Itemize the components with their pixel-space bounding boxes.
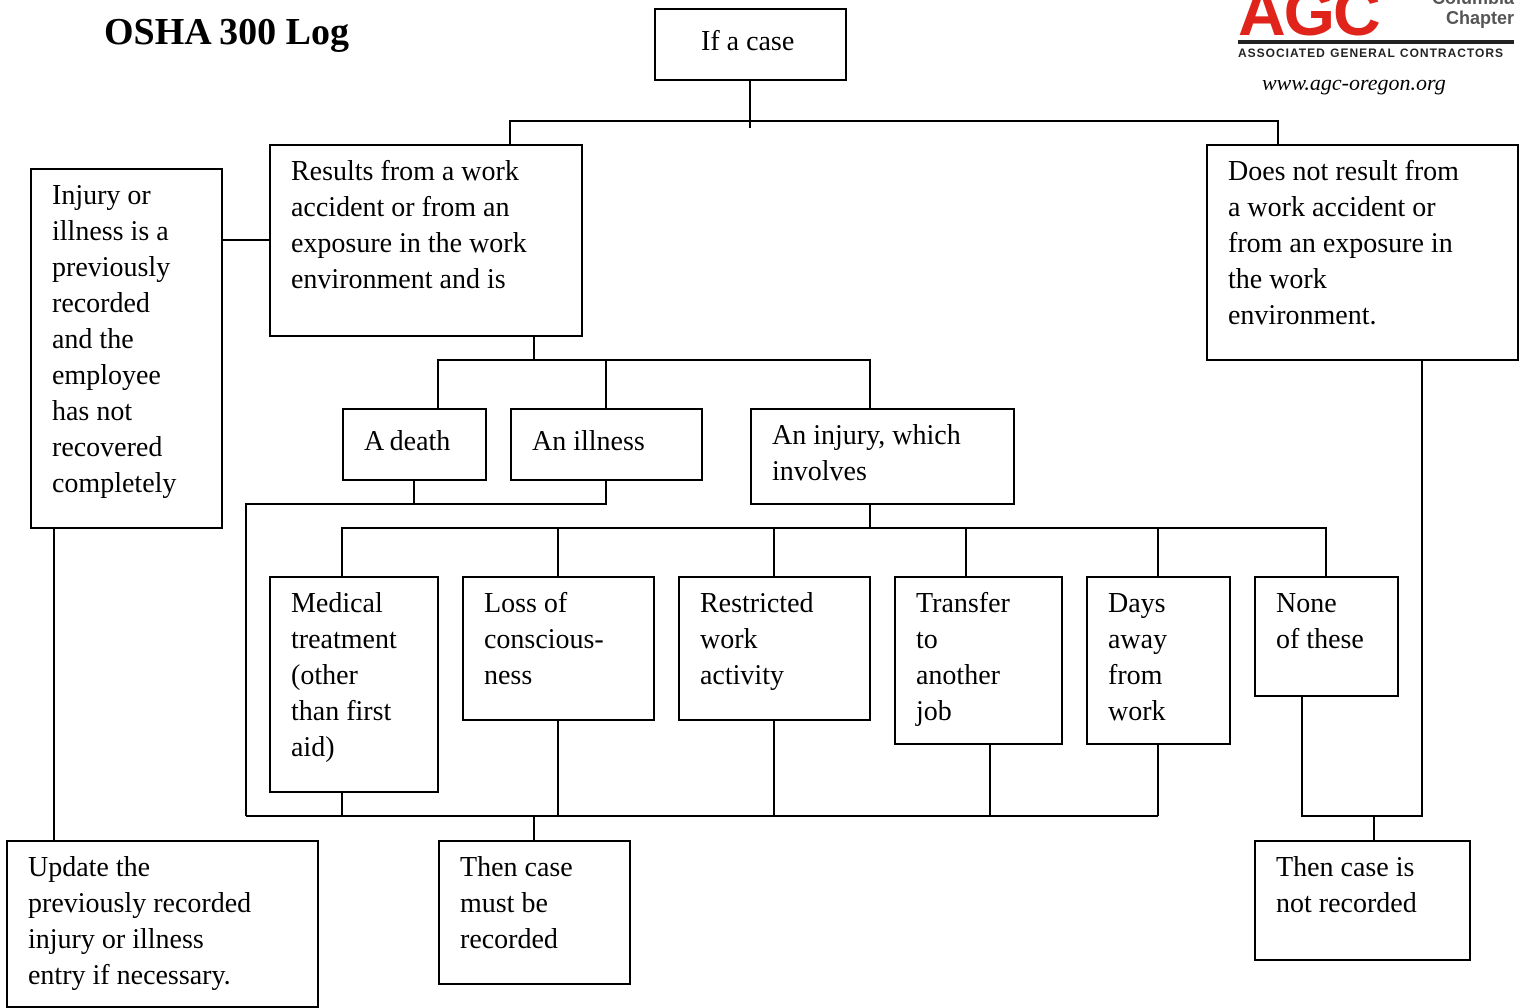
connector xyxy=(341,527,1327,576)
connector xyxy=(509,120,1279,144)
node-label: Update the previously recorded injury or… xyxy=(28,852,252,991)
node-loss-of-consciousness: Loss of conscious- ness xyxy=(462,576,655,721)
node-medical-treatment: Medical treatment (other than first aid) xyxy=(269,576,439,793)
node-label: Transfer to another job xyxy=(916,588,1010,727)
node-must-be-recorded: Then case must be recorded xyxy=(438,840,631,985)
agc-logo: AGC Columbia Chapter ASSOCIATED GENERAL … xyxy=(1236,0,1522,100)
connector xyxy=(1301,360,1423,817)
node-injury: An injury, which involves xyxy=(750,408,1015,505)
node-label: An injury, which involves xyxy=(772,420,961,487)
page-title: OSHA 300 Log xyxy=(104,11,349,53)
node-restricted-work: Restricted work activity xyxy=(678,576,871,721)
node-label: Then case is not recorded xyxy=(1276,852,1417,919)
node-label: Injury or illness is a previously record… xyxy=(52,180,177,499)
logo-org: ASSOCIATED GENERAL CONTRACTORS xyxy=(1238,46,1505,60)
logo-url: www.agc-oregon.org xyxy=(1262,70,1446,95)
node-label: Does not result from a work accident or … xyxy=(1228,156,1459,331)
node-label: None of these xyxy=(1276,588,1364,655)
node-work-related: Results from a work accident or from an … xyxy=(269,144,583,337)
node-if-a-case: If a case xyxy=(654,8,847,81)
node-illness: An illness xyxy=(510,408,703,481)
node-label: Restricted work activity xyxy=(700,588,814,691)
node-label: Loss of conscious- ness xyxy=(484,588,604,691)
node-label: Results from a work accident or from an … xyxy=(291,156,527,295)
node-label: Then case must be recorded xyxy=(460,852,573,955)
node-none-of-these: None of these xyxy=(1254,576,1399,697)
node-not-recorded: Then case is not recorded xyxy=(1254,840,1471,961)
logo-divider xyxy=(1238,40,1514,44)
node-label: If a case xyxy=(701,26,795,57)
node-previously-recorded: Injury or illness is a previously record… xyxy=(30,168,223,529)
connector xyxy=(245,480,415,816)
node-label: Medical treatment (other than first aid) xyxy=(291,588,397,763)
node-death: A death xyxy=(342,408,487,481)
node-days-away: Days away from work xyxy=(1086,576,1231,745)
node-label: Days away from work xyxy=(1108,588,1168,727)
node-transfer-job: Transfer to another job xyxy=(894,576,1063,745)
node-update-entry: Update the previously recorded injury or… xyxy=(6,840,319,1008)
node-not-work-related: Does not result from a work accident or … xyxy=(1206,144,1519,361)
node-label: A death xyxy=(364,426,451,457)
logo-chapter: Chapter xyxy=(1445,8,1514,28)
connector xyxy=(414,480,607,505)
connector xyxy=(437,359,871,408)
logo-region: Columbia xyxy=(1432,0,1514,9)
node-label: An illness xyxy=(532,426,645,457)
